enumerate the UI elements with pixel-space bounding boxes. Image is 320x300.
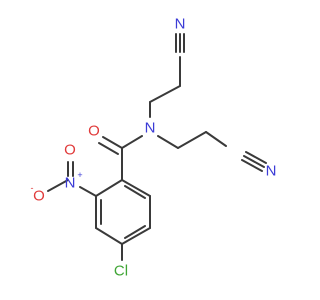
bond-triple-c-n: [245, 151, 267, 164]
nitro-o-left-label: O: [33, 188, 45, 205]
ring-bond: [121, 227, 151, 245]
bond-triple-c-n: [241, 159, 263, 172]
bond-c-c: [149, 85, 181, 103]
bond-n-c: [121, 135, 143, 149]
amide-n-label: N: [145, 120, 156, 137]
ring-bond: [95, 227, 123, 245]
nitro-o-top-label: O: [64, 142, 76, 159]
bond-n-o: [47, 179, 69, 192]
nitro-o-charge: -: [31, 183, 34, 193]
ring-bond: [121, 179, 151, 197]
nitrile-n-top-label: N: [175, 16, 186, 33]
molecule-structure: N N N O N + O O - Cl: [31, 16, 277, 280]
nitro-n-charge: +: [77, 170, 82, 180]
nitro-n-label: N: [65, 175, 76, 192]
bond-c-c: [177, 131, 207, 149]
bond-c-c: [205, 131, 227, 147]
bond-double-c-o: [102, 136, 123, 149]
carbonyl-o-label: O: [88, 123, 100, 140]
bond-triple-c-n: [243, 155, 265, 168]
ring-bond: [95, 179, 123, 197]
nitrile-n-right-label: N: [266, 163, 277, 180]
ring-inner-bond: [124, 185, 146, 199]
bond-c-n: [79, 186, 97, 197]
chlorine-label: Cl: [114, 263, 128, 280]
bond-double-c-o: [98, 142, 119, 155]
bond-n-c: [157, 135, 179, 149]
ring-inner-bond: [124, 225, 146, 239]
